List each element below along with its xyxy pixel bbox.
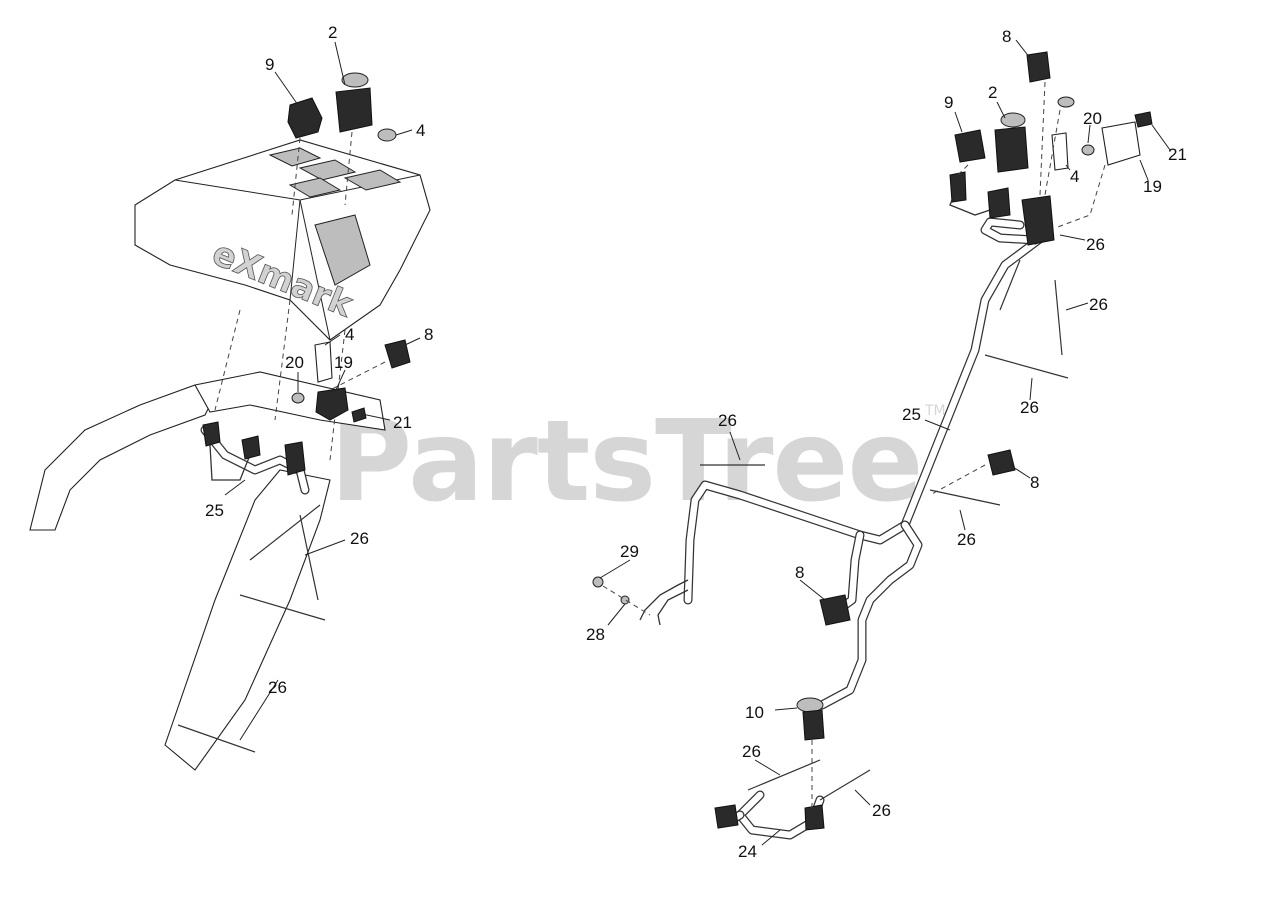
watermark-trademark: TM: [924, 403, 946, 419]
callout-26: 26: [1086, 235, 1105, 254]
right-assembly: 8 9 2 20 21 4 19 26 26 25 26 26 8 26 29 …: [586, 27, 1187, 861]
switch-part-9: [287, 97, 323, 216]
handle-tube-left: [29, 384, 216, 531]
callout-19: 19: [1143, 177, 1162, 196]
callout-21: 21: [1168, 145, 1187, 164]
callout-4: 4: [345, 325, 354, 344]
handle-tube-vertical: [164, 469, 331, 771]
key-switch-part-2: [335, 72, 373, 206]
callout-9: 9: [944, 93, 953, 112]
bracket-part-19-right: [1101, 121, 1141, 166]
bolt-part-29: [592, 576, 604, 588]
callout-26: 26: [742, 742, 761, 761]
callout-10: 10: [745, 703, 764, 722]
watermark-text: PartsTree: [330, 397, 922, 527]
screw-part-21: [351, 407, 367, 423]
switch-part-8-mid: [987, 449, 1016, 476]
plug-part-4-right: [1057, 96, 1075, 108]
callout-2: 2: [988, 83, 997, 102]
callout-8: 8: [1030, 473, 1039, 492]
callout-28: 28: [586, 625, 605, 644]
console-decal: [314, 214, 371, 286]
watermark: PartsTree TM: [330, 397, 946, 527]
callout-19: 19: [334, 353, 353, 372]
switch-part-4-right: [1051, 132, 1069, 171]
key-switch-part-2-right: [994, 126, 1029, 173]
callout-26: 26: [872, 801, 891, 820]
callout-21: 21: [393, 413, 412, 432]
plug-part-4: [377, 128, 397, 142]
callout-26: 26: [957, 530, 976, 549]
washer-part-28: [620, 595, 630, 605]
callout-26: 26: [1089, 295, 1108, 314]
callout-25: 25: [902, 405, 921, 424]
callout-8: 8: [1002, 27, 1011, 46]
key-switch-part-2-top: [1000, 112, 1026, 128]
callout-8: 8: [424, 325, 433, 344]
callout-4: 4: [1070, 167, 1079, 186]
callout-24: 24: [738, 842, 757, 861]
switch-part-9-right: [954, 129, 986, 163]
bracket-part-19: [315, 387, 349, 421]
switch-part-4-lower: [314, 341, 333, 383]
switch-part-8-left: [384, 339, 411, 369]
callout-26: 26: [718, 411, 737, 430]
switch-part-8-low: [819, 594, 851, 626]
callout-26: 26: [268, 678, 287, 697]
callout-26: 26: [1020, 398, 1039, 417]
callout-20: 20: [285, 353, 304, 372]
nut-part-20: [291, 392, 305, 404]
callout-8: 8: [795, 563, 804, 582]
callout-29: 29: [620, 542, 639, 561]
control-console: [134, 139, 431, 341]
callout-26: 26: [350, 529, 369, 548]
callout-4: 4: [416, 121, 425, 140]
callout-25: 25: [205, 501, 224, 520]
switch-part-8-top: [1026, 51, 1051, 83]
screw-part-21-right: [1134, 111, 1153, 128]
callout-9: 9: [265, 55, 274, 74]
nut-part-20-right: [1081, 144, 1095, 156]
callout-2: 2: [328, 23, 337, 42]
callout-20: 20: [1083, 109, 1102, 128]
